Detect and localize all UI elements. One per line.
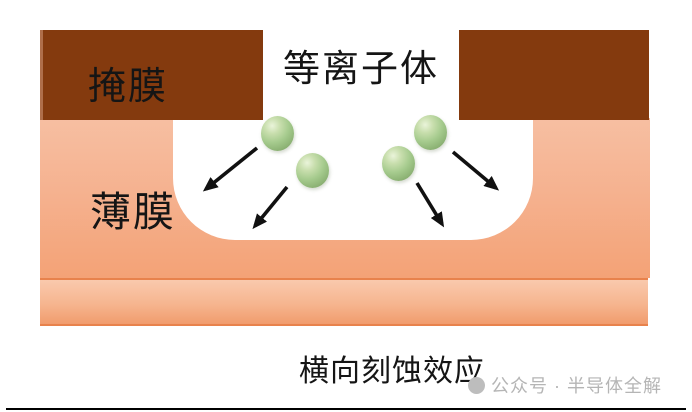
watermark-text: 公众号 · 半导体全解 — [491, 376, 662, 396]
caption-lateral-etch-effect: 横向刻蚀效应 — [299, 355, 485, 388]
mask-label: 掩膜 — [88, 66, 169, 108]
film-label: 薄膜 — [90, 189, 176, 235]
screenshot-bottom-edge — [6, 408, 686, 410]
watermark: 公众号 · 半导体全解 — [468, 372, 662, 398]
plasma-label: 等离子体 — [283, 49, 439, 90]
substrate-layer — [40, 278, 648, 326]
mask-block-right — [459, 30, 649, 120]
wechat-account-icon — [468, 376, 485, 394]
mask-block-left — [40, 30, 263, 120]
etched-cavity — [173, 114, 533, 240]
